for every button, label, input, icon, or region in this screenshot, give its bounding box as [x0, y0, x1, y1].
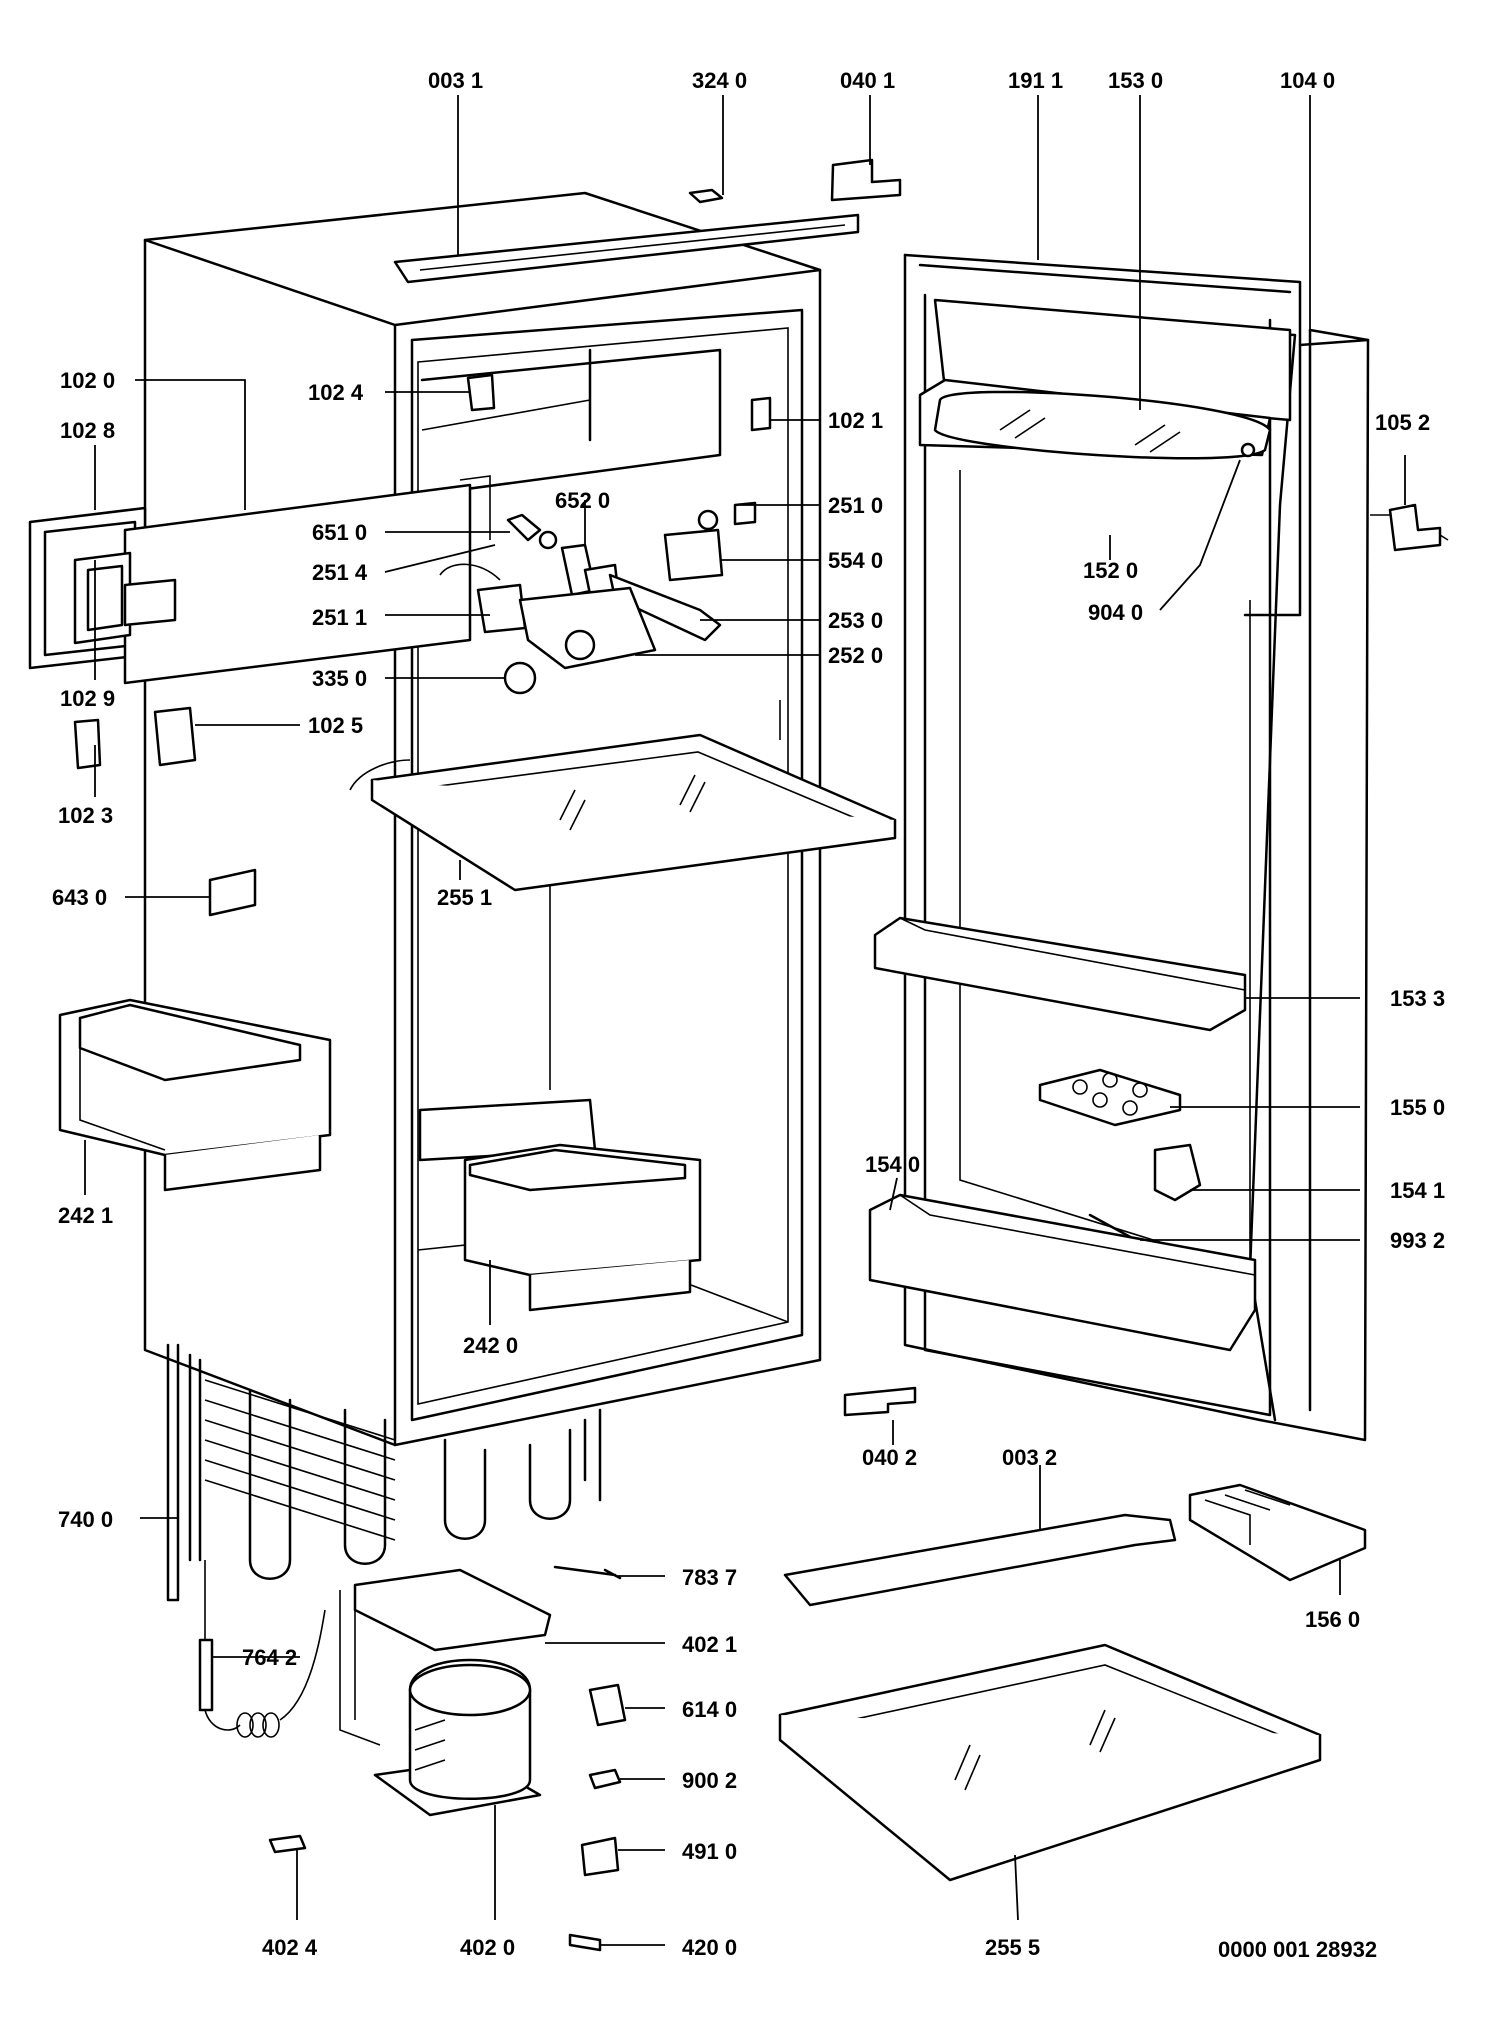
- callout-102-5: 102 5: [308, 713, 363, 738]
- dairy-compartment-153-0: [918, 298, 1292, 460]
- callout-420-0: 420 0: [682, 1935, 737, 1960]
- callout-993-2: 993 2: [1390, 1228, 1445, 1253]
- callout-242-0: 242 0: [463, 1333, 518, 1358]
- callout-402-4: 402 4: [262, 1935, 318, 1960]
- part-402-4: [268, 1834, 307, 1854]
- callout-652-0: 652 0: [555, 488, 610, 513]
- callout-102-9: 102 9: [60, 686, 115, 711]
- callout-251-4: 251 4: [312, 560, 368, 585]
- callout-740-0: 740 0: [58, 1507, 113, 1532]
- drawing-number: 0000 001 28932: [1218, 1937, 1377, 1962]
- callout-324-0: 324 0: [692, 68, 747, 93]
- drawer-242-1: [58, 998, 332, 1192]
- part-102-5: [153, 706, 197, 767]
- callout-191-1: 191 1: [1008, 68, 1063, 93]
- part-783-7: [553, 1565, 622, 1580]
- part-102-4: [466, 373, 496, 412]
- callout-255-5: 255 5: [985, 1935, 1040, 1960]
- glass-shelf-255-5: [778, 1643, 1322, 1882]
- part-154-1: [1153, 1143, 1202, 1202]
- callout-153-3: 153 3: [1390, 986, 1445, 1011]
- callout-491-0: 491 0: [682, 1839, 737, 1864]
- callout-253-0: 253 0: [828, 608, 883, 633]
- callout-402-0: 402 0: [460, 1935, 515, 1960]
- part-420-0: [568, 1933, 602, 1952]
- leader-lines: [84, 95, 1406, 1946]
- callout-764-2: 764 2: [242, 1645, 297, 1670]
- condenser-740-0: [166, 1343, 602, 1602]
- callout-105-2: 105 2: [1375, 410, 1430, 435]
- part-102-3: [73, 718, 102, 770]
- callout-900-2: 900 2: [682, 1768, 737, 1793]
- callout-102-1: 102 1: [828, 408, 883, 433]
- bottle-shelf-154-0: [868, 1193, 1257, 1352]
- hinge-105-2: [1388, 503, 1442, 552]
- callout-242-1: 242 1: [58, 1203, 113, 1228]
- callout-102-8: 102 8: [60, 418, 115, 443]
- egg-tray-155-0: [1038, 1068, 1182, 1127]
- callout-102-4: 102 4: [308, 380, 364, 405]
- callout-155-0: 155 0: [1390, 1095, 1445, 1120]
- callout-003-1: 003 1: [428, 68, 483, 93]
- callout-152-0: 152 0: [1083, 558, 1138, 583]
- freezer-flap-parts: [28, 483, 472, 685]
- part-643-0: [208, 868, 257, 917]
- callout-104-0: 104 0: [1280, 68, 1335, 93]
- top-hinge-part: [830, 158, 902, 202]
- callout-783-7: 783 7: [682, 1565, 737, 1590]
- thermostat-lamp-group: [439, 475, 757, 695]
- callout-003-2: 003 2: [1002, 1445, 1057, 1470]
- part-900-2: [588, 1768, 622, 1790]
- part-491-0: [580, 1836, 620, 1877]
- callout-554-0: 554 0: [828, 548, 883, 573]
- callout-251-1: 251 1: [312, 605, 367, 630]
- callout-402-1: 402 1: [682, 1632, 737, 1657]
- callout-040-2: 040 2: [862, 1445, 917, 1470]
- callout-153-0: 153 0: [1108, 68, 1163, 93]
- callout-252-0: 252 0: [828, 643, 883, 668]
- callout-102-3: 102 3: [58, 803, 113, 828]
- callout-335-0: 335 0: [312, 666, 367, 691]
- top-cover-part: [393, 213, 860, 284]
- glass-shelf-255-1: [349, 733, 897, 892]
- callout-614-0: 614 0: [682, 1697, 737, 1722]
- compressor-402-0: [339, 1568, 552, 1817]
- callout-102-0: 102 0: [60, 368, 115, 393]
- cabinet-body: [143, 191, 822, 1447]
- base-rail-003-2: [783, 1513, 1177, 1607]
- drawer-242-0: [418, 1098, 702, 1312]
- callout-251-0: 251 0: [828, 493, 883, 518]
- ice-tray-156-0: [1188, 1483, 1367, 1582]
- callout-156-0: 156 0: [1305, 1607, 1360, 1632]
- callout-904-0: 904 0: [1088, 600, 1143, 625]
- clip-324-part: [688, 188, 724, 204]
- door-shelf-153-3: [873, 916, 1247, 1032]
- bottom-hinge-040-2: [843, 1386, 917, 1417]
- callout-643-0: 643 0: [52, 885, 107, 910]
- part-614-0: [588, 1683, 627, 1727]
- callout-040-1: 040 1: [840, 68, 895, 93]
- part-102-1: [750, 396, 772, 432]
- callout-651-0: 651 0: [312, 520, 367, 545]
- callout-255-1: 255 1: [437, 885, 492, 910]
- callout-154-0: 154 0: [865, 1152, 920, 1177]
- callout-labels: 003 1 324 0 040 1 191 1 153 0 104 0 102 …: [52, 68, 1445, 1962]
- capillary-764-2: [198, 1560, 326, 1738]
- callout-154-1: 154 1: [1390, 1178, 1445, 1203]
